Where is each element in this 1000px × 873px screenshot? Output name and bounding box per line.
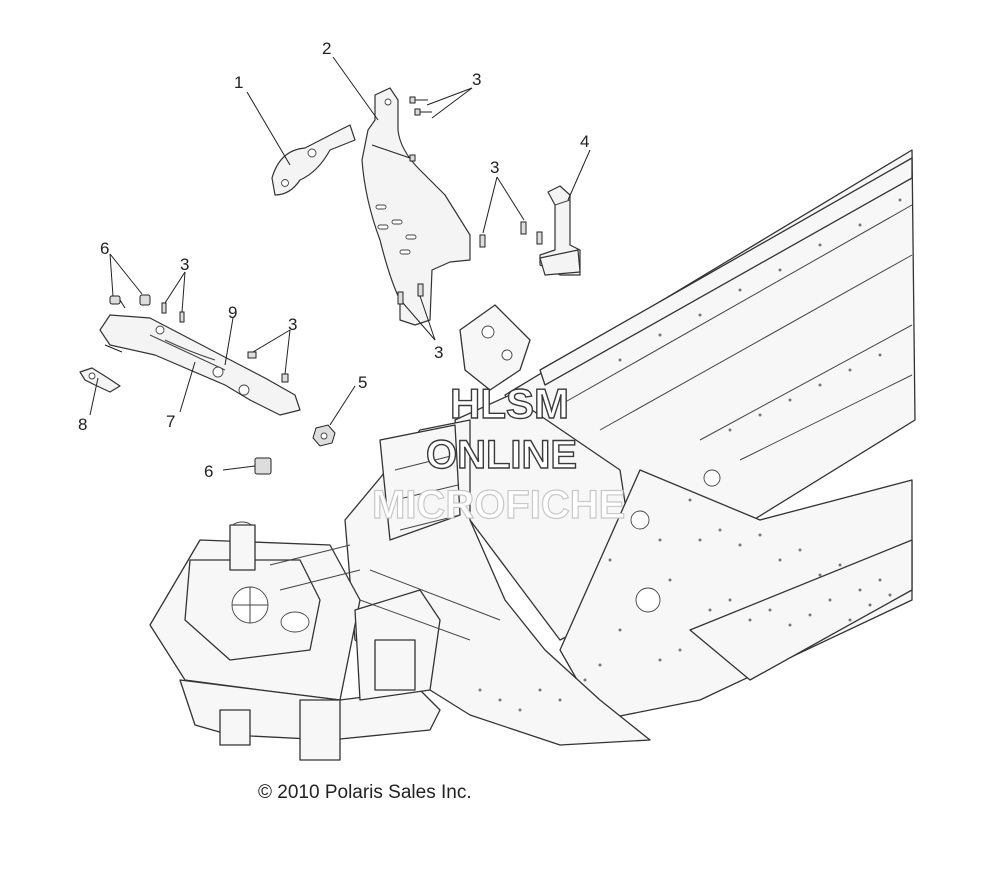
part-2-mount-plate [361,87,471,326]
callout-1: 1 [234,73,243,92]
callout-5: 5 [358,373,367,392]
watermark-line-2: ONLINE [426,433,577,477]
callout-6-top: 6 [100,239,109,258]
callout-8: 8 [78,415,87,434]
part-8-clip [79,367,121,393]
callout-3-mid: 3 [490,158,499,177]
callout-9: 9 [228,303,237,322]
watermark-line-3: MICROFICHE [372,483,625,527]
callout-3-right: 3 [288,315,297,334]
callout-labels: 1 2 3 3 3 3 3 4 5 6 6 7 8 9 [78,39,589,481]
callout-6-bottom: 6 [204,462,213,481]
copyright-notice: © 2010 Polaris Sales Inc. [258,782,472,803]
callout-3-top: 3 [472,70,481,89]
callout-4: 4 [580,132,589,151]
leader-lines [89,56,591,471]
part-1-bracket [271,124,356,196]
part-6-bolts [109,294,272,475]
part-7-bracket [99,314,301,416]
part-4-bracket [539,185,581,276]
chassis-frame [149,149,916,761]
callout-2: 2 [322,39,331,58]
watermark-line-1: HLSM [450,380,569,427]
part-3-fasteners [161,96,543,383]
callout-7: 7 [166,412,175,431]
callout-3-lower: 3 [434,343,443,362]
watermark: HLSM ONLINE MICROFICHE [371,379,626,527]
part-5-nut [312,424,336,447]
callout-3-left: 3 [180,255,189,274]
perforation-pattern [478,198,902,712]
